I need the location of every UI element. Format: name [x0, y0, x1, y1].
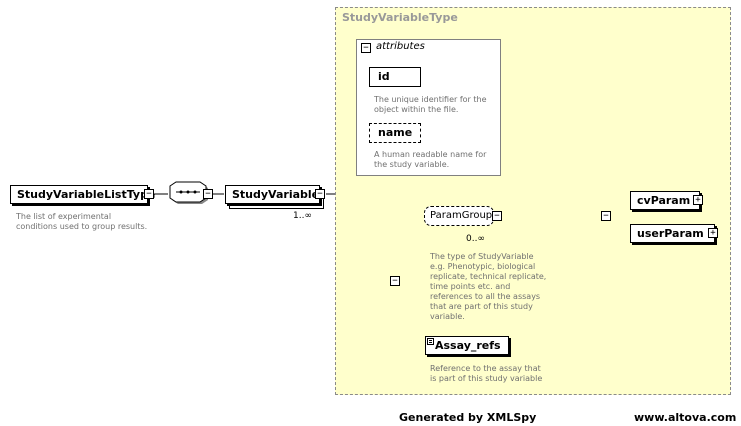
attribute-name-description: A human readable name for the study vari…: [374, 150, 487, 169]
param-group-description: The type of StudyVariable e.g. Phenotypi…: [430, 252, 547, 321]
type-title: StudyVariableType: [342, 11, 458, 24]
study-variable-element[interactable]: StudyVariable: [225, 185, 320, 204]
collapse-icon[interactable]: −: [361, 43, 371, 53]
collapse-icon[interactable]: −: [390, 276, 400, 286]
collapse-icon[interactable]: −: [315, 189, 325, 199]
altova-link[interactable]: www.altova.com: [634, 411, 737, 424]
param-group-occurrence: 0..∞: [466, 234, 485, 244]
root-description: The list of experimental conditions used…: [16, 212, 148, 231]
study-variable-occurrence: 1..∞: [293, 211, 312, 221]
cvparam-element[interactable]: cvParam: [630, 191, 700, 210]
collapse-icon[interactable]: −: [492, 211, 502, 221]
root-element[interactable]: StudyVariableListType: [10, 185, 155, 204]
attribute-id-description: The unique identifier for the object wit…: [374, 95, 487, 114]
expand-icon[interactable]: +: [708, 228, 718, 238]
simple-content-icon: [427, 338, 434, 345]
attribute-id[interactable]: id: [369, 67, 421, 87]
collapse-icon[interactable]: −: [203, 189, 213, 199]
sequence-compositor: [169, 181, 208, 204]
assay-refs-description: Reference to the assay that is part of t…: [430, 364, 543, 383]
userparam-element[interactable]: userParam: [630, 224, 715, 243]
attributes-group: [356, 39, 501, 176]
param-group-element[interactable]: ParamGroup: [424, 206, 494, 226]
expand-icon[interactable]: +: [693, 195, 703, 205]
generated-by-label: Generated by XMLSpy: [399, 411, 537, 424]
attributes-label: attributes: [376, 41, 425, 52]
assay-refs-element[interactable]: Assay_refs: [425, 336, 509, 355]
attribute-name[interactable]: name: [369, 123, 421, 143]
collapse-icon[interactable]: −: [144, 189, 154, 199]
collapse-icon[interactable]: −: [601, 211, 611, 221]
